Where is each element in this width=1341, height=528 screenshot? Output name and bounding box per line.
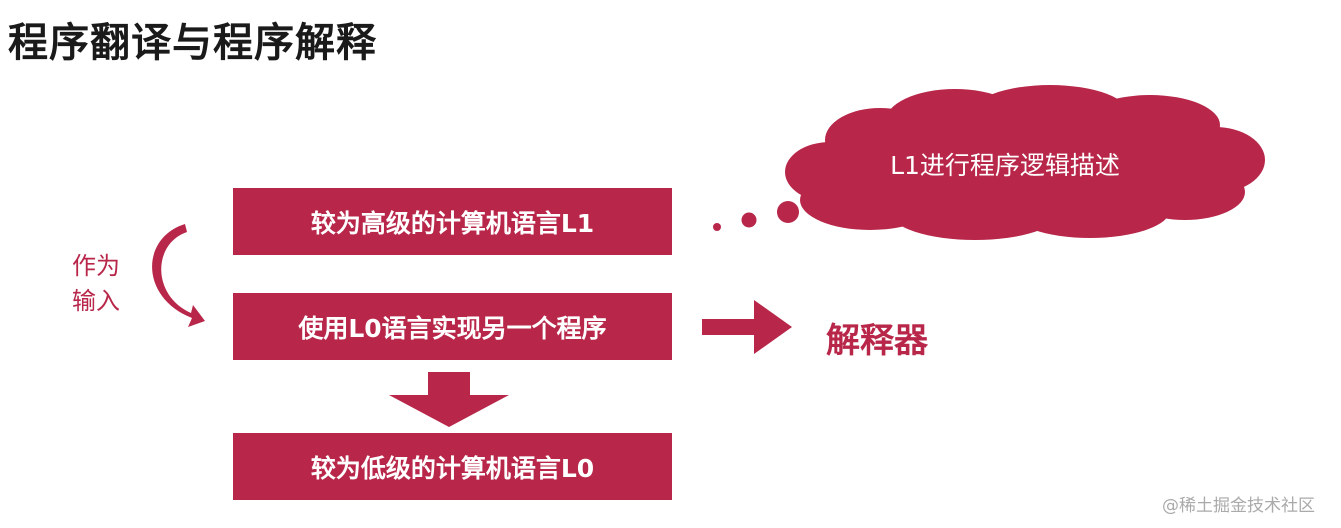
- low-level-language-box: 较为低级的计算机语言L0: [233, 433, 672, 500]
- page-title: 程序翻译与程序解释: [8, 20, 377, 66]
- as-input-label-line2: 输入: [72, 287, 120, 315]
- high-level-language-box: 较为高级的计算机语言L1: [233, 188, 672, 255]
- cloud-text: L1进行程序逻辑描述: [890, 151, 1120, 180]
- implementation-box: 使用L0语言实现另一个程序: [233, 293, 672, 360]
- thought-dot-small: [713, 223, 721, 231]
- interpreter-label: 解释器: [826, 321, 928, 361]
- as-input-label-line1: 作为: [72, 252, 120, 280]
- thought-dot-large: [777, 201, 799, 223]
- thought-dot-medium: [741, 212, 757, 228]
- watermark: @稀土掘金技术社区: [1162, 496, 1315, 516]
